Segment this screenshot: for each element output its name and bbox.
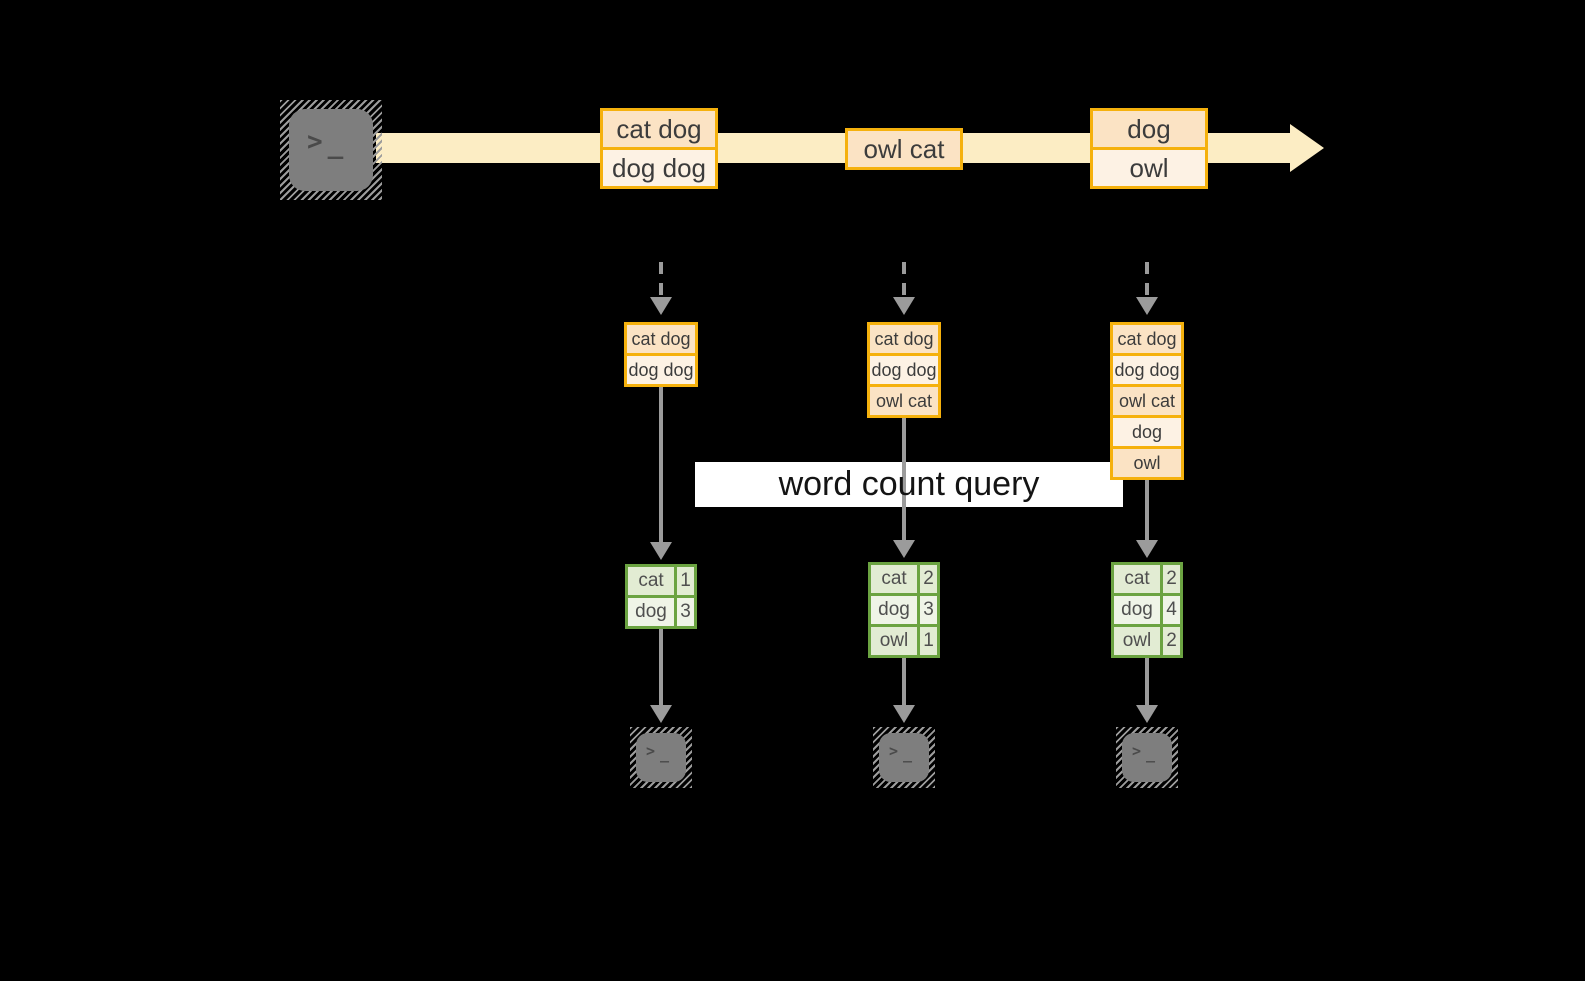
terminal-prompt-glyph: >_ <box>646 742 670 763</box>
state-buffer-1: cat dog dog dog <box>624 322 698 387</box>
count-value-cell: 4 <box>1163 596 1180 624</box>
batch-line: dog <box>1093 111 1205 147</box>
sink-terminal-icon-2: >_ <box>873 727 935 788</box>
down-arrow-line <box>659 629 663 705</box>
count-word-cell: cat <box>628 567 674 595</box>
count-value-cell: 3 <box>677 598 694 626</box>
down-arrowhead-icon <box>893 705 915 723</box>
count-word-cell: owl <box>871 627 917 655</box>
count-word-cell: cat <box>1114 565 1160 593</box>
state-buffer-2: cat dog dog dog owl cat <box>867 322 941 418</box>
count-value-cell: 2 <box>1163 627 1180 655</box>
query-box <box>695 462 1123 507</box>
state-cell: cat dog <box>1113 325 1181 353</box>
count-word-cell: dog <box>1114 596 1160 624</box>
sink-terminal-icon-3: >_ <box>1116 727 1178 788</box>
count-row: cat 2 <box>871 565 937 593</box>
state-cell: cat dog <box>870 325 938 353</box>
stream-timeline-arrowhead-icon <box>1290 124 1324 172</box>
dashed-arrowhead-icon <box>1136 297 1158 315</box>
source-terminal-icon: >_ <box>280 100 382 200</box>
state-cell: dog dog <box>870 356 938 384</box>
down-arrowhead-icon <box>650 542 672 560</box>
down-arrowhead-icon <box>1136 540 1158 558</box>
count-word-cell: dog <box>628 598 674 626</box>
dashed-arrow-line <box>902 262 906 298</box>
state-cell: cat dog <box>627 325 695 353</box>
sink-terminal-icon-1: >_ <box>630 727 692 788</box>
query-label: word count query <box>778 465 1040 503</box>
count-row: dog 3 <box>628 598 694 626</box>
down-arrowhead-icon <box>650 705 672 723</box>
down-arrow-line <box>902 658 906 705</box>
state-cell: owl <box>1113 449 1181 477</box>
state-cell: owl cat <box>1113 387 1181 415</box>
down-arrow-line <box>1145 478 1149 540</box>
count-row: cat 2 <box>1114 565 1180 593</box>
count-table-2: cat 2 dog 3 owl 1 <box>868 562 940 658</box>
count-value-cell: 2 <box>1163 565 1180 593</box>
state-cell: owl cat <box>870 387 938 415</box>
count-value-cell: 1 <box>677 567 694 595</box>
state-cell: dog dog <box>1113 356 1181 384</box>
count-row: dog 4 <box>1114 596 1180 624</box>
dashed-arrow-line <box>659 262 663 298</box>
stream-batch-3: dog owl <box>1090 108 1208 189</box>
state-cell: dog <box>1113 418 1181 446</box>
down-arrowhead-icon <box>1136 705 1158 723</box>
terminal-prompt-glyph: >_ <box>307 127 344 160</box>
down-arrowhead-icon <box>893 540 915 558</box>
count-row: cat 1 <box>628 567 694 595</box>
state-cell: dog dog <box>627 356 695 384</box>
count-word-cell: cat <box>871 565 917 593</box>
dashed-arrow-line <box>1145 262 1149 298</box>
terminal-prompt-glyph: >_ <box>889 742 913 763</box>
count-row: owl 1 <box>871 627 937 655</box>
count-word-cell: dog <box>871 596 917 624</box>
count-row: dog 3 <box>871 596 937 624</box>
stream-batch-1: cat dog dog dog <box>600 108 718 189</box>
dashed-arrowhead-icon <box>893 297 915 315</box>
state-buffer-3: cat dog dog dog owl cat dog owl <box>1110 322 1184 480</box>
count-row: owl 2 <box>1114 627 1180 655</box>
count-table-3: cat 2 dog 4 owl 2 <box>1111 562 1183 658</box>
count-value-cell: 3 <box>920 596 937 624</box>
count-value-cell: 2 <box>920 565 937 593</box>
batch-line: owl cat <box>848 131 960 167</box>
batch-line: dog dog <box>603 150 715 186</box>
batch-line: owl <box>1093 150 1205 186</box>
stream-batch-2: owl cat <box>845 128 963 170</box>
down-arrow-line <box>1145 658 1149 705</box>
count-word-cell: owl <box>1114 627 1160 655</box>
count-value-cell: 1 <box>920 627 937 655</box>
batch-line: cat dog <box>603 111 715 147</box>
down-arrow-line <box>902 416 906 540</box>
count-table-1: cat 1 dog 3 <box>625 564 697 629</box>
dashed-arrowhead-icon <box>650 297 672 315</box>
terminal-prompt-glyph: >_ <box>1132 742 1156 763</box>
down-arrow-line <box>659 387 663 542</box>
